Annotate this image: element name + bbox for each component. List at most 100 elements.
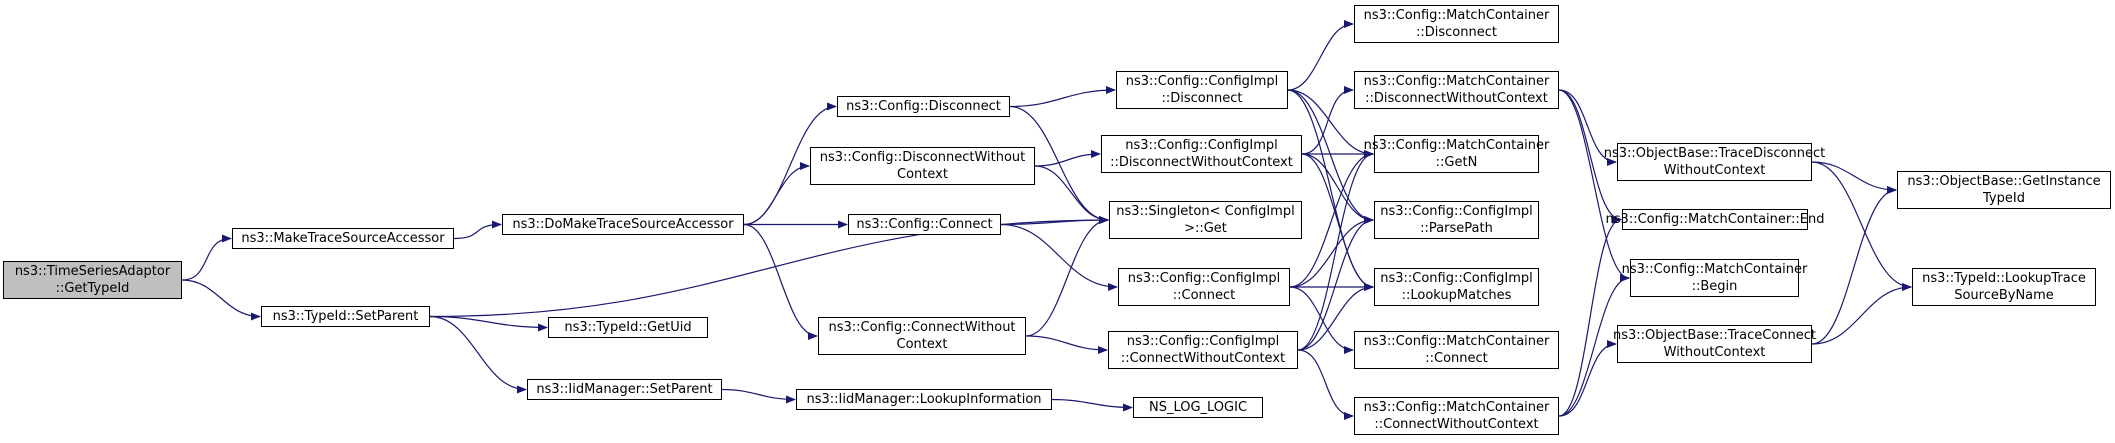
call-edge — [721, 388, 796, 404]
node-label: ns3::Config::MatchContainer::End — [1605, 212, 1825, 227]
graph-node[interactable]: ns3::Config::MatchContainer::DisconnectW… — [1354, 71, 1559, 109]
node-label: ::ConnectWithoutContext — [1120, 351, 1286, 366]
graph-node[interactable]: ns3::TypeId::GetUid — [548, 317, 708, 338]
graph-node[interactable]: ns3::Config::ConfigImpl::ParsePath — [1374, 201, 1539, 239]
node-label: WithoutContext — [1663, 163, 1766, 178]
call-edge — [1811, 161, 1897, 194]
node-label: ::ParsePath — [1420, 221, 1493, 236]
call-edge — [1287, 20, 1354, 91]
call-edge — [1301, 153, 1374, 224]
graph-node[interactable]: ns3::IidManager::LookupInformation — [796, 389, 1052, 410]
graph-node[interactable]: ns3::DoMakeTraceSourceAccessor — [502, 214, 744, 235]
node-label: ns3::ObjectBase::GetInstance — [1907, 174, 2101, 189]
node-label: ::Connect — [1172, 288, 1236, 303]
node-label: ns3::ObjectBase::TraceDisconnect — [1603, 146, 1826, 161]
graph-node[interactable]: ns3::Config::ConfigImpl::LookupMatches — [1374, 268, 1539, 306]
node-label: ::Disconnect — [1416, 25, 1497, 40]
node-label: Context — [896, 337, 948, 352]
graph-node[interactable]: ns3::TypeId::SetParent — [261, 306, 430, 327]
graph-node[interactable]: ns3::Config::MatchContainer::End — [1606, 209, 1824, 230]
edge-layer — [181, 20, 1912, 420]
graph-node[interactable]: ns3::Config::ConfigImpl::Connect — [1118, 268, 1290, 306]
graph-node[interactable]: ns3::IidManager::SetParent — [527, 379, 722, 400]
graph-node[interactable]: ns3::Config::MatchContainer::Begin — [1622, 259, 1807, 297]
call-edge — [1558, 215, 1622, 417]
call-edge — [1297, 216, 1374, 351]
call-edge — [429, 315, 548, 332]
node-label: ::GetTypeId — [55, 281, 130, 296]
node-label: ns3::IidManager::SetParent — [536, 382, 713, 397]
call-edge — [1289, 150, 1374, 288]
call-edge — [1051, 398, 1133, 412]
call-edge — [1301, 86, 1354, 155]
call-edge — [181, 234, 232, 281]
call-edge — [1287, 89, 1374, 291]
call-edge — [429, 315, 527, 394]
call-edge — [1558, 274, 1630, 417]
call-edge — [1558, 340, 1617, 417]
node-label: ns3::Singleton< ConfigImpl — [1116, 204, 1295, 219]
graph-node[interactable]: ns3::Config::ConfigImpl::Disconnect — [1116, 71, 1288, 109]
call-edge — [743, 162, 810, 226]
node-label: ns3::Config::MatchContainer — [1363, 334, 1550, 349]
call-edge — [1025, 335, 1108, 354]
node-label: ns3::Config::DisconnectWithout — [819, 150, 1026, 165]
call-edge — [1289, 216, 1374, 288]
node-label: ns3::Config::MatchContainer — [1363, 8, 1550, 23]
call-edge — [1287, 89, 1374, 158]
node-label: ns3::Config::ConnectWithout — [828, 320, 1016, 335]
call-edge — [1009, 86, 1116, 108]
node-label: ::Begin — [1691, 279, 1738, 294]
node-label: ::LookupMatches — [1401, 288, 1512, 303]
node-label: ns3::Config::MatchContainer — [1363, 138, 1550, 153]
node-label: ::GetN — [1435, 155, 1478, 170]
graph-node: ns3::TimeSeriesAdaptor::GetTypeId — [3, 261, 182, 299]
call-edge — [181, 279, 261, 321]
node-label: ns3::Config::ConfigImpl — [1380, 204, 1533, 219]
graph-node[interactable]: ns3::Config::Connect — [848, 214, 1001, 235]
graph-node[interactable]: ns3::Config::MatchContainer::Disconnect — [1354, 5, 1559, 43]
graph-node[interactable]: ns3::Config::ConfigImpl::ConnectWithoutC… — [1108, 331, 1298, 369]
call-edge — [1297, 349, 1354, 420]
graph-node[interactable]: ns3::Config::MatchContainer::GetN — [1364, 135, 1549, 173]
call-edge — [1000, 223, 1118, 291]
node-label: ::Disconnect — [1161, 91, 1243, 106]
graph-node[interactable]: ns3::Config::ConfigImpl::DisconnectWitho… — [1101, 135, 1302, 173]
node-label: ::Connect — [1425, 351, 1488, 366]
graph-node[interactable]: ns3::Config::Disconnect — [837, 96, 1010, 117]
call-edge — [1034, 150, 1101, 167]
graph-node[interactable]: ns3::Config::MatchContainer::ConnectWith… — [1354, 397, 1559, 435]
node-label: TypeId — [1983, 191, 2025, 206]
call-edge — [1289, 286, 1354, 354]
node-label: SourceByName — [1954, 288, 2054, 303]
node-label: ns3::Config::MatchContainer — [1363, 74, 1550, 89]
call-edge — [743, 223, 818, 340]
node-label: ns3::Config::ConfigImpl — [1125, 138, 1278, 153]
call-edge — [1301, 153, 1374, 291]
node-label: ::ConnectWithoutContext — [1374, 417, 1539, 432]
node-label: ns3::DoMakeTraceSourceAccessor — [512, 217, 734, 232]
graph-node[interactable]: ns3::MakeTraceSourceAccessor — [232, 228, 454, 249]
node-label: WithoutContext — [1663, 345, 1766, 360]
call-edge — [1025, 216, 1109, 337]
call-edge — [1287, 89, 1374, 224]
graph-node[interactable]: ns3::Config::MatchContainer::Connect — [1354, 331, 1559, 369]
node-label: ns3::TypeId::LookupTrace — [1922, 271, 2086, 286]
node-label: ns3::MakeTraceSourceAccessor — [241, 231, 445, 246]
call-edge — [1297, 283, 1374, 351]
call-edge — [1558, 89, 1617, 166]
call-edge — [1000, 216, 1109, 226]
node-label: ns3::Config::ConfigImpl — [1125, 74, 1279, 89]
node-label: >::Get — [1184, 221, 1227, 236]
call-edge — [1558, 89, 1630, 282]
graph-node[interactable]: NS_LOG_LOGIC — [1133, 397, 1263, 418]
call-edge — [1558, 89, 1622, 224]
graph-node[interactable]: ns3::Singleton< ConfigImpl >::Get — [1109, 201, 1302, 239]
